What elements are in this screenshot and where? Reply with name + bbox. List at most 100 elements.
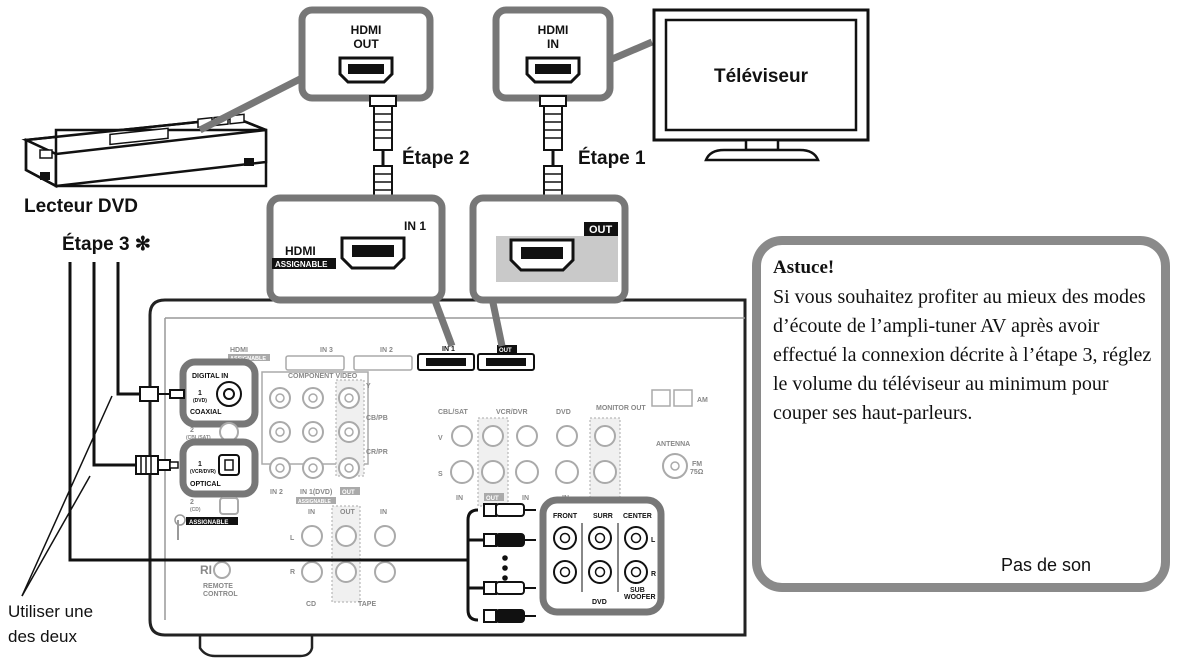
- panel-vcrdvr-label: VCR/DVR: [496, 409, 528, 416]
- panel-cd-label: CD: [306, 601, 316, 608]
- panel-optical-label: OPTICAL: [190, 481, 221, 488]
- panel-sv-in-label: IN: [456, 495, 463, 502]
- audio-jacks: [301, 525, 396, 583]
- panel-front-label: FRONT: [553, 513, 578, 520]
- receiver-back-panel: HDMI ASSIGNABLE IN 3 IN 2 IN 1 OUT DIGIT…: [148, 298, 747, 658]
- dvd-player: [21, 113, 268, 189]
- component-jacks: [269, 387, 360, 479]
- panel-coax2-num: 2: [190, 427, 194, 434]
- multichannel-dvd-input: FRONT SURR CENTER L R SUB WOOFER DVD: [539, 496, 665, 616]
- panel-dvd-group-label: DVD: [592, 599, 607, 606]
- panel-coaxial-sub: (DVD): [193, 398, 207, 404]
- panel-ohm-label: 75Ω: [690, 469, 704, 476]
- tip-title: Astuce!: [773, 257, 835, 278]
- panel-tape-label: TAPE: [358, 601, 376, 608]
- rca-plug-4: [495, 609, 525, 623]
- panel-digital-in-label: DIGITAL IN: [192, 373, 228, 380]
- either-label-line1: Utiliser une: [8, 602, 93, 621]
- hdmi-in1-callout: IN 1 HDMI ASSIGNABLE: [266, 194, 456, 348]
- hdmi-out-line1: HDMI: [351, 23, 382, 37]
- panel-cr-label: CR/PR: [366, 449, 388, 456]
- panel-audio-in-label: IN: [308, 509, 315, 516]
- panel-woofer-label: WOOFER: [624, 594, 656, 601]
- panel-v-label: V: [438, 435, 443, 442]
- callout-in1-port-label: IN 1: [404, 219, 426, 233]
- tv-label: Téléviseur: [714, 66, 809, 87]
- panel-coax2-sub: (CBL/SAT): [186, 435, 211, 441]
- hdmi-out-panel-callout: OUT: [469, 194, 629, 347]
- panel-sv-out-label: OUT: [486, 496, 499, 502]
- disc-tray: [109, 127, 169, 146]
- panel-r-label: R: [651, 571, 656, 578]
- callout-assignable-label: ASSIGNABLE: [275, 260, 328, 269]
- step3-label: Étape 3 ✻: [62, 233, 151, 255]
- panel-sv-in2-label: IN: [522, 495, 529, 502]
- tip-body: Si vous souhaitez profiter au mieux des …: [773, 286, 1152, 424]
- panel-l-label: L: [651, 537, 656, 544]
- rca-plug-1: [495, 503, 525, 517]
- panel-out-label: OUT: [499, 348, 512, 354]
- either-pointer-lines: [21, 395, 113, 597]
- panel-coaxial-label: COAXIAL: [190, 409, 222, 416]
- callout-out-label: OUT: [589, 224, 613, 236]
- panel-remote-label: REMOTE: [203, 583, 233, 590]
- panel-hdmi-label: HDMI: [230, 347, 248, 354]
- panel-audio-in2-label: IN: [380, 509, 387, 516]
- panel-fm-label: FM: [692, 461, 702, 468]
- callout-hdmi-label: HDMI: [285, 244, 316, 258]
- screw-icon: [174, 514, 186, 526]
- tip-box: Astuce! Si vous souhaitez profiter au mi…: [752, 236, 1170, 592]
- hdmi-in-line2: IN: [547, 37, 559, 51]
- panel-audio-out-label: OUT: [340, 509, 356, 516]
- coaxial-plug: [139, 386, 159, 402]
- panel-optical-sub: (VCR/DVR): [190, 469, 216, 475]
- hdmi-in3-port[interactable]: [285, 355, 345, 371]
- panel-control-label: CONTROL: [203, 591, 238, 598]
- television: Téléviseur: [652, 8, 870, 162]
- panel-optical2-sub: (CD): [190, 507, 201, 513]
- panel-coaxial-num: 1: [198, 390, 202, 397]
- panel-monitor-out-label: MONITOR OUT: [596, 405, 646, 412]
- panel-cblsat-label: CBL/SAT: [438, 409, 469, 416]
- hdmi-in2-port[interactable]: [353, 355, 413, 371]
- hdmi-out-callout: HDMI OUT: [198, 6, 434, 134]
- panel-comp-in2-label: IN 2: [270, 489, 283, 496]
- panel-dvd-label: DVD: [556, 409, 571, 416]
- panel-comp-assignable-label: ASSIGNABLE: [298, 499, 331, 505]
- hdmi-out-line2: OUT: [353, 37, 379, 51]
- either-label-line2: des deux: [8, 627, 77, 646]
- no-sound-label: Pas de son: [1001, 555, 1092, 575]
- hdmi-in-callout: HDMI IN: [492, 6, 654, 102]
- panel-am-label: AM: [697, 397, 708, 404]
- panel-assignable-label: ASSIGNABLE: [230, 356, 266, 362]
- panel-optical2-num: 2: [190, 499, 194, 506]
- panel-surr-label: SURR: [593, 513, 613, 520]
- hdmi-in-line1: HDMI: [538, 23, 569, 37]
- panel-ri-label: RI: [200, 563, 212, 577]
- video-jacks: [450, 425, 617, 484]
- panel-center-label: CENTER: [623, 513, 652, 520]
- receiver-foot: [198, 635, 314, 658]
- panel-audio-r-label: R: [290, 569, 295, 576]
- dvd-player-label: Lecteur DVD: [24, 196, 138, 217]
- panel-sub-label: SUB: [630, 587, 645, 594]
- am-terminal[interactable]: [651, 389, 671, 407]
- panel-assignable2-label: ASSIGNABLE: [189, 520, 228, 526]
- remote-control-jack[interactable]: [213, 561, 231, 579]
- panel-y-label: Y: [366, 383, 371, 390]
- step2-label: Étape 2: [402, 147, 470, 169]
- panel-s-label: S: [438, 471, 443, 478]
- panel-comp-out-label: OUT: [342, 490, 355, 496]
- panel-comp-in1-label: IN 1(DVD): [300, 489, 332, 496]
- rca-plug-3: [495, 581, 525, 595]
- panel-in3-label: IN 3: [320, 347, 333, 354]
- step1-label: Étape 1: [578, 147, 646, 169]
- panel-cb-label: CB/PB: [366, 415, 388, 422]
- panel-antenna-label: ANTENNA: [656, 441, 690, 448]
- step3-cables: [68, 262, 536, 623]
- panel-in2-label: IN 2: [380, 347, 393, 354]
- panel-audio-l-label: L: [290, 535, 295, 542]
- optical-plug: [135, 455, 159, 475]
- panel-component-label: COMPONENT VIDEO: [288, 373, 358, 380]
